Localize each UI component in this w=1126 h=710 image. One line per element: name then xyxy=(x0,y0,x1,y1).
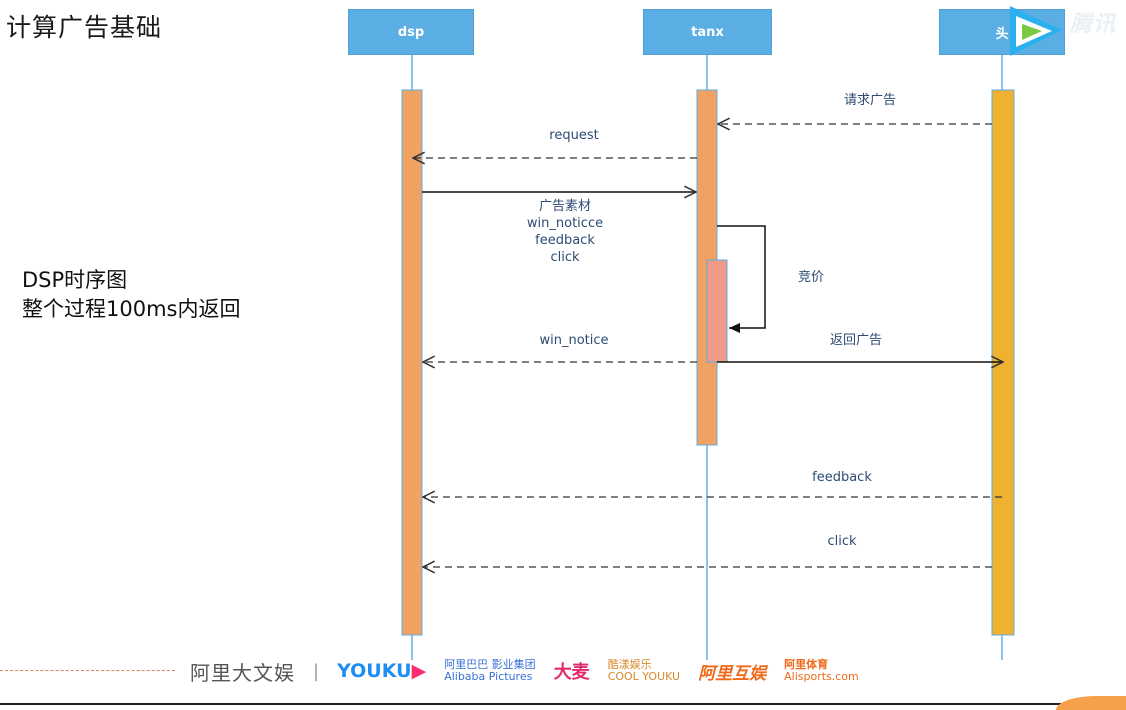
corner-accent xyxy=(1056,696,1126,710)
diagram-note: DSP时序图 整个过程100ms内返回 xyxy=(22,266,240,324)
brand-youku: YOUKU▶ xyxy=(337,660,426,682)
arrow-bidding-self xyxy=(717,225,766,333)
label-click-inline: click xyxy=(550,250,580,265)
youku-play-icon: ▶ xyxy=(411,660,427,682)
sports-cn: 阿里体育 xyxy=(784,658,829,671)
activation-dsp xyxy=(401,89,423,636)
label-ad-material: 广告素材 xyxy=(538,199,591,214)
label-win-notice: win_notice xyxy=(539,333,609,348)
tencent-video-logo: 腾讯 xyxy=(1002,0,1126,62)
brand-damai: 大麦 xyxy=(553,662,590,683)
note-line-1: DSP时序图 xyxy=(22,268,128,292)
label-bidding: 竞价 xyxy=(797,270,825,285)
label-click: click xyxy=(827,534,857,549)
footer-brand-bar: 阿里大文娱 | YOUKU▶ 阿里巴巴 影业集团 Alibaba Picture… xyxy=(190,656,859,686)
play-icon xyxy=(1010,6,1062,56)
label-feedback: feedback xyxy=(812,470,872,485)
label-request: request xyxy=(549,128,599,143)
footer-dashed-rule xyxy=(0,670,175,671)
sports-en: Alisports.com xyxy=(784,670,859,683)
brand-separator: | xyxy=(313,660,320,682)
youku-text: YOUKU xyxy=(337,660,412,682)
brand-cool-youku: 酷漾娱乐 COOL YOUKU xyxy=(608,659,680,683)
brand-ali-entertainment: 阿里大文娱 xyxy=(190,660,295,685)
label-win-noticce: win_noticce xyxy=(526,216,604,231)
bottom-rule xyxy=(0,703,1126,705)
note-line-2: 整个过程100ms内返回 xyxy=(22,297,241,321)
label-feedback-inline: feedback xyxy=(535,233,595,248)
brand-alibaba-pictures: 阿里巴巴 影业集团 Alibaba Pictures xyxy=(444,659,536,683)
coolyouku-cn: 酷漾娱乐 xyxy=(607,658,652,671)
brand-ali-games: 阿里互娱 xyxy=(698,663,767,684)
pictures-cn: 阿里巴巴 影业集团 xyxy=(444,658,536,671)
coolyouku-en: COOL YOUKU xyxy=(607,670,681,683)
page-title: 计算广告基础 xyxy=(6,13,163,42)
brand-ali-sports: 阿里体育 Alisports.com xyxy=(784,659,859,683)
pictures-en: Alibaba Pictures xyxy=(444,670,533,683)
lifeline-head-dsp: dsp xyxy=(348,9,474,55)
label-ad-material-group: 广告素材 win_noticce feedback click xyxy=(527,198,603,266)
label-request-ad: 请求广告 xyxy=(843,93,897,108)
label-return-ad: 返回广告 xyxy=(829,333,883,348)
logo-text: 腾讯 xyxy=(1070,12,1117,37)
lifeline-head-tanx: tanx xyxy=(643,9,772,55)
activation-bid xyxy=(706,259,728,363)
